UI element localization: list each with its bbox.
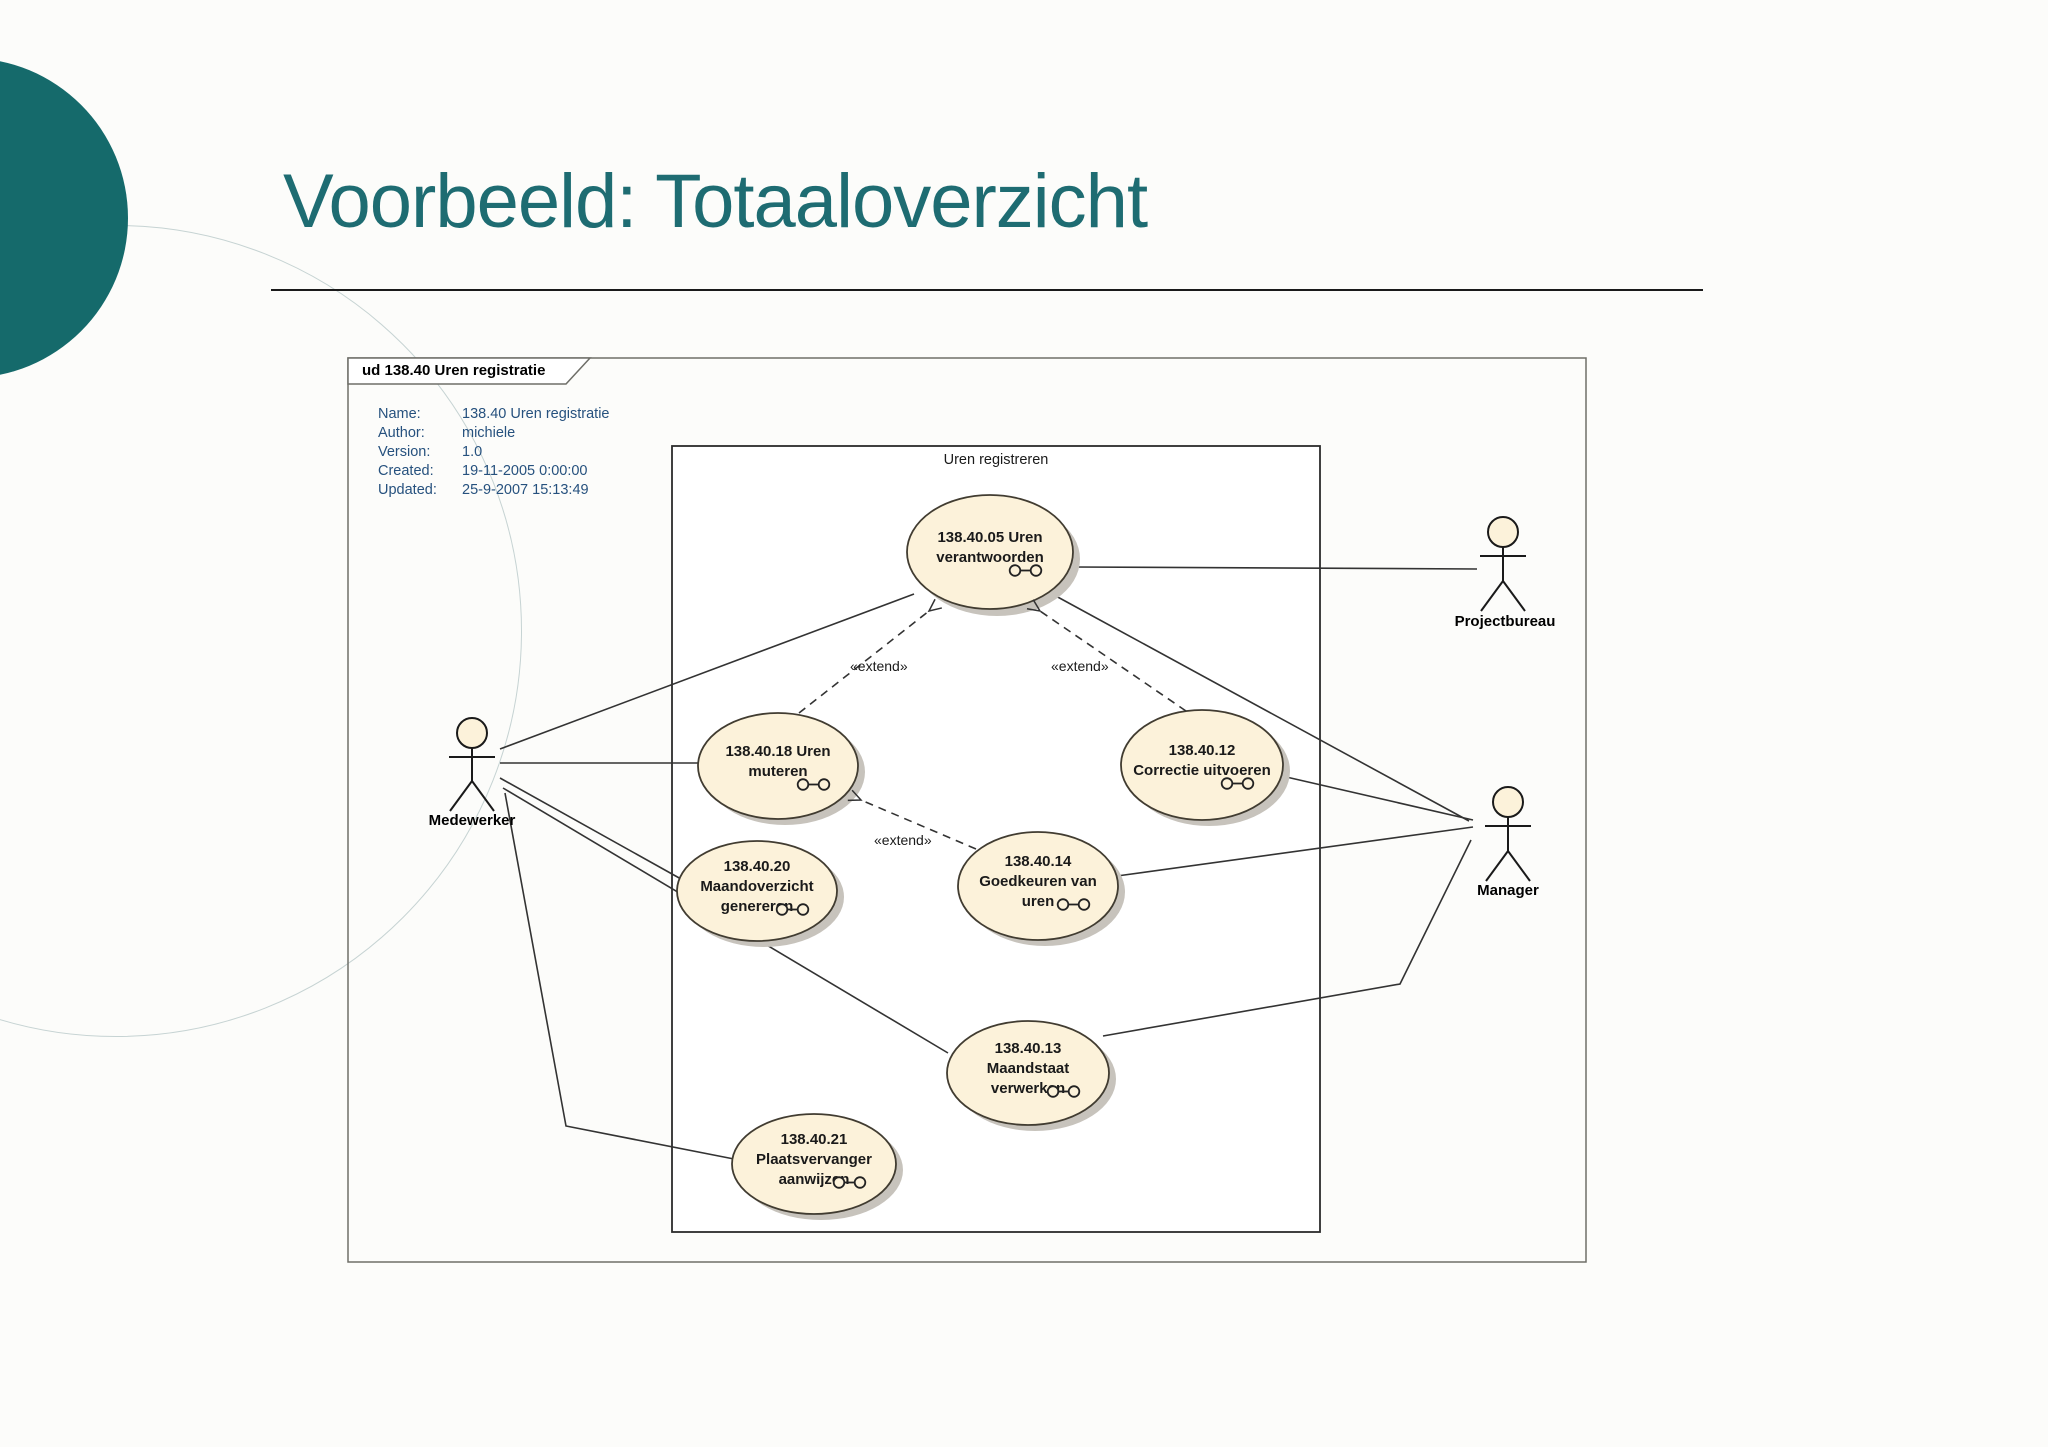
metadata-value: 25-9-2007 15:13:49 bbox=[462, 482, 589, 498]
metadata-value: michiele bbox=[462, 425, 516, 441]
metadata-label: Updated: bbox=[378, 482, 437, 498]
linked-document-icon bbox=[1046, 1085, 1081, 1098]
extend-stereotype: «extend» bbox=[1051, 658, 1109, 674]
use-case-ellipses bbox=[676, 494, 1284, 1215]
metadata-value: 19-11-2005 0:00:00 bbox=[462, 463, 588, 479]
title-underline bbox=[271, 289, 1703, 291]
actor-manager-figure bbox=[1485, 786, 1531, 882]
association-lines bbox=[499, 566, 1478, 1160]
use-case-138-40-18: 138.40.18 Uren muteren bbox=[698, 713, 858, 819]
use-case-label: 138.40.20 Maandoverzicht genereren bbox=[700, 858, 814, 915]
page-title: Voorbeeld: Totaaloverzicht bbox=[283, 159, 1148, 244]
metadata-value: 138.40 Uren registratie bbox=[462, 406, 610, 422]
linked-document-icon bbox=[832, 1176, 867, 1189]
metadata-row: Version: 1.0 bbox=[378, 444, 482, 463]
linked-document-icon bbox=[775, 903, 810, 916]
actor-label-manager: Manager bbox=[1477, 882, 1539, 899]
metadata-label: Version: bbox=[378, 444, 431, 460]
use-case-138-40-21: 138.40.21 Plaatsvervanger aanwijzen bbox=[732, 1114, 896, 1214]
metadata-label: Created: bbox=[378, 463, 434, 479]
actor-label-medewerker: Medewerker bbox=[428, 812, 516, 829]
use-case-138-40-13: 138.40.13 Maandstaat verwerken bbox=[947, 1021, 1109, 1125]
linked-document-icon bbox=[1220, 777, 1255, 790]
extend-stereotype: «extend» bbox=[850, 658, 908, 674]
use-case-label: 138.40.21 Plaatsvervanger aanwijzen bbox=[756, 1131, 872, 1188]
boundary-title: Uren registreren bbox=[943, 452, 1049, 468]
use-case-label: 138.40.12 Correctie uitvoeren bbox=[1133, 742, 1271, 779]
frame-tab-label: ud 138.40 Uren registratie bbox=[362, 362, 546, 379]
use-case-138-40-12: 138.40.12 Correctie uitvoeren bbox=[1121, 710, 1283, 820]
actor-medewerker-figure bbox=[449, 717, 495, 812]
use-case-138-40-20: 138.40.20 Maandoverzicht genereren bbox=[677, 841, 837, 941]
use-case-label: 138.40.05 Uren verantwoorden bbox=[936, 529, 1044, 566]
linked-document-icon bbox=[1056, 898, 1091, 911]
use-case-label: 138.40.18 Uren muteren bbox=[725, 743, 831, 780]
actor-label-projectbureau: Projectbureau bbox=[1454, 613, 1556, 630]
use-case-label: 138.40.14 Goedkeuren van uren bbox=[979, 853, 1097, 910]
frame-tab bbox=[347, 357, 592, 385]
metadata-value: 1.0 bbox=[462, 444, 483, 460]
linked-document-icon bbox=[1008, 564, 1043, 577]
metadata-row: Name: 138.40 Uren registratie bbox=[378, 406, 610, 425]
extend-arrows bbox=[798, 598, 1187, 850]
linked-document-icon bbox=[796, 778, 831, 791]
actor-projectbureau-figure bbox=[1480, 516, 1526, 612]
metadata-row: Created: 19-11-2005 0:00:00 bbox=[378, 463, 588, 482]
metadata-row: Author: michiele bbox=[378, 425, 515, 444]
extend-stereotype: «extend» bbox=[874, 832, 932, 848]
use-case-138-40-14: 138.40.14 Goedkeuren van uren bbox=[958, 832, 1118, 940]
metadata-label: Name: bbox=[378, 406, 421, 422]
use-case-label: 138.40.13 Maandstaat verwerken bbox=[986, 1040, 1070, 1097]
use-case-138-40-05: 138.40.05 Uren verantwoorden bbox=[907, 495, 1073, 609]
metadata-row: Updated: 25-9-2007 15:13:49 bbox=[378, 482, 589, 501]
frame-border bbox=[347, 357, 1587, 1263]
metadata-label: Author: bbox=[378, 425, 425, 441]
